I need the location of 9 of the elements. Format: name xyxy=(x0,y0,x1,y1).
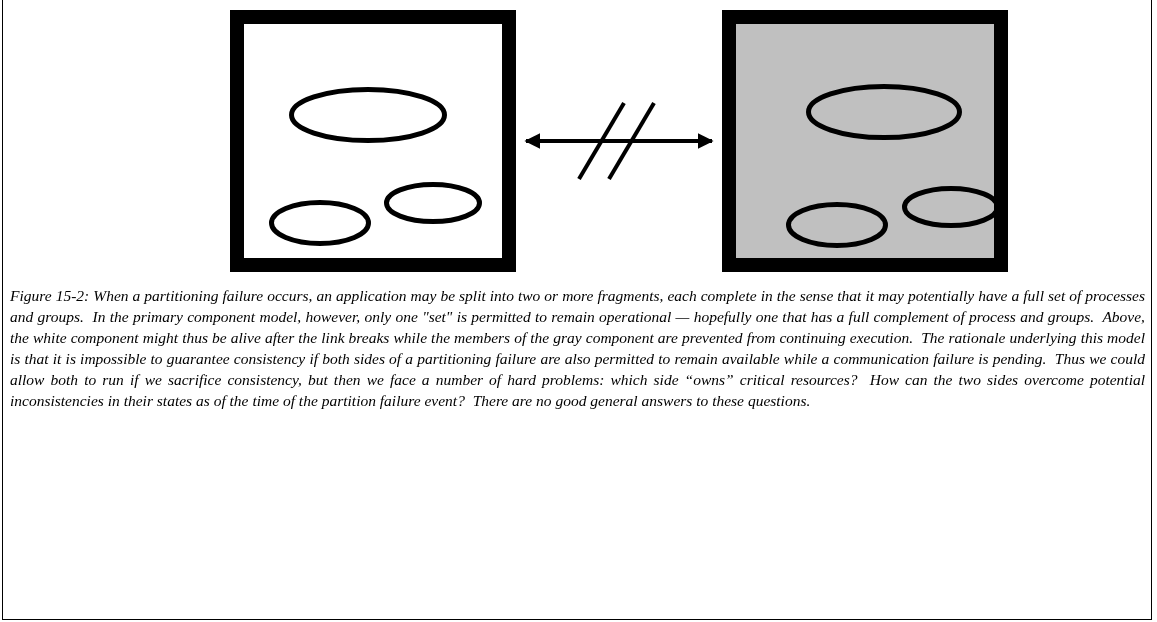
ellipse-shape xyxy=(786,202,888,248)
ellipse-shape xyxy=(384,182,482,224)
component-box xyxy=(722,10,1008,272)
component-box xyxy=(230,10,516,272)
double-arrow xyxy=(524,133,714,149)
ellipse-shape xyxy=(289,87,447,143)
ellipse-shape xyxy=(269,200,371,246)
ellipse-shape xyxy=(806,84,962,140)
figure-caption: Figure 15-2: When a partitioning failure occurs, an application may be split into two or more fragments, each complete in the sense that it may potentially have a full set of processes and groups. In the primary component model, however, only one "set" is permitted to remain operational — hopefully one that has a full complement of process and groups. Above, the white component might thus be alive after the link breaks while the members of the gray component are prevented from continuing execution. The rationale underlying this model is that it is impossible to guarantee consistency if both sides of a partitioning failure are also permitted to remain available while a communication failure is pending. Thus we could allow both to run if we sacrifice consistency, but then we face a number of hard problems: which side “owns” critical resources? How can the two sides overcome potential inconsistencies in their states as of the time of the partition failure event? There are no good general answers to these questions. xyxy=(10,286,1145,411)
